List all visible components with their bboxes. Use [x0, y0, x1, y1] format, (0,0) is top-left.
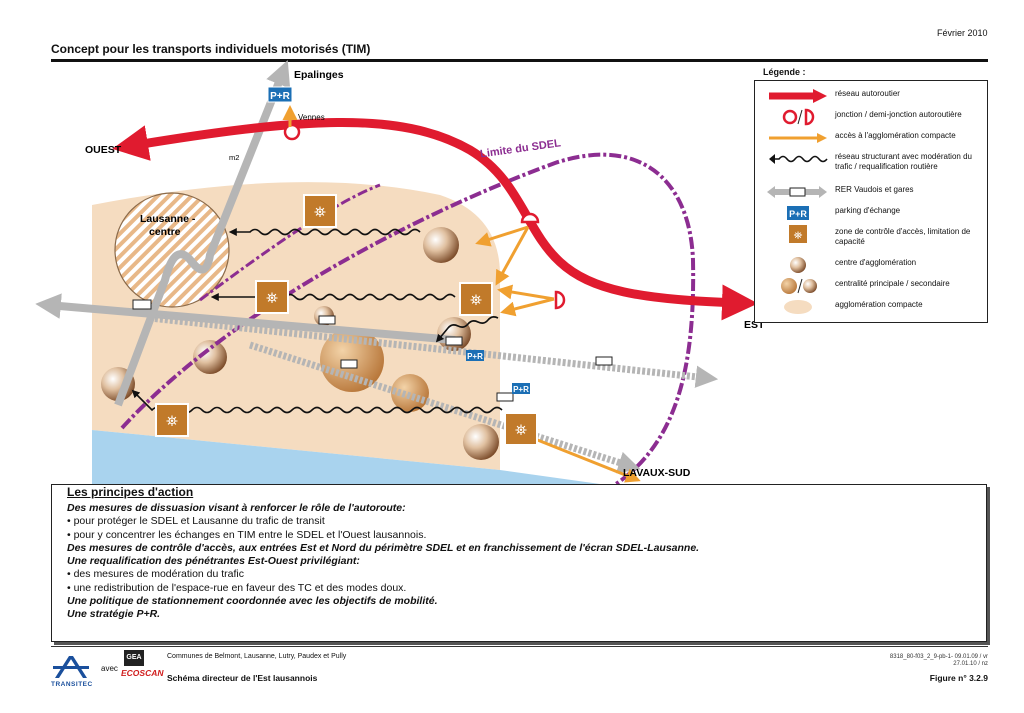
label-lavaux-sud: LAVAUX-SUD [623, 467, 691, 479]
footer-reference: 27.01.10 / nz [953, 661, 988, 667]
svg-text:⛯: ⛯ [266, 289, 278, 307]
agglo-centre-6 [463, 424, 499, 460]
access-arrow-icon [769, 133, 827, 143]
legend-item: accès à l'agglomération compacte [755, 128, 987, 148]
svg-text:P+R: P+R [789, 209, 807, 219]
label-ouest: OUEST [85, 144, 122, 156]
legend-item: ⛯ zone de contrôle d'accès, limitation d… [755, 224, 987, 246]
label-m2: m2 [229, 153, 239, 162]
compact-agglo-icon [784, 300, 812, 314]
footer-communes: Communes de Belmont, Lausanne, Lutry, Pa… [167, 653, 347, 660]
title-rule [51, 59, 988, 62]
footer-reference: 8318_80-f03_2_9-pb-1- 09.01.09 / vr [889, 654, 988, 660]
transitec-logo-text: TRANSITEC [51, 681, 93, 688]
label-lausanne-centre: centre [149, 226, 181, 238]
svg-text:⛯: ⛯ [314, 203, 326, 221]
principle-line: Des mesures de contrôle d'accès, aux ent… [67, 541, 700, 554]
station [595, 356, 613, 366]
ecoscan-logo: ECOSCAN [121, 668, 164, 678]
footer-schema-title: Schéma directeur de l'Est lausannois [167, 673, 318, 683]
rer-icon [767, 186, 827, 198]
station [132, 299, 152, 310]
junction-icon [782, 108, 815, 126]
date: Février 2010 [937, 28, 988, 38]
principle-line: Une requalification des pénétrantes Est-… [67, 555, 360, 568]
legend-item: centre d'agglomération [755, 255, 987, 275]
page-title: Concept pour les transports individuels … [51, 42, 371, 56]
station [340, 359, 358, 369]
agglo-centre-icon [790, 257, 806, 273]
legend-item: agglomération compacte [755, 297, 987, 317]
pr-label: P+R [467, 352, 483, 361]
principle-line: • pour protéger le SDEL et Lausanne du t… [67, 515, 325, 528]
legend-title: Légende : [763, 67, 806, 77]
rer-line-lavaux [248, 341, 641, 474]
agglo-centre-4 [193, 340, 227, 374]
label-limite-sdel: Limite du SDEL [479, 137, 561, 160]
control-zones: ⛯ ⛯ ⛯ ⛯ ⛯ [155, 194, 538, 446]
figure-number: Figure n° 3.2.9 [929, 673, 988, 683]
pr-markers [267, 86, 530, 394]
wavy-arrow-icon [769, 154, 828, 164]
half-junction [520, 212, 540, 224]
svg-text:⛯: ⛯ [470, 291, 482, 309]
legend-item: réseau autoroutier [755, 86, 987, 106]
principles-lines: Des mesures de dissuasion visant à renfo… [67, 502, 977, 622]
legend: réseau autoroutier jonction / demi-jonct… [754, 80, 988, 323]
control-zone-icon: ⛯ [789, 225, 807, 243]
agglo-centre-1 [423, 227, 459, 263]
station [496, 392, 514, 402]
station [445, 336, 463, 346]
legend-item: réseau structurant avec modération du tr… [755, 149, 987, 171]
gea-logo: GEA [124, 650, 144, 666]
label-epalinges: Epalinges [294, 69, 344, 81]
legend-item: centralité principale / secondaire [755, 276, 987, 296]
avec-label: avec [101, 664, 118, 673]
svg-text:⛯: ⛯ [794, 229, 803, 242]
principle-line: • pour y concentrer les échanges en TIM … [67, 528, 427, 541]
svg-text:⛯: ⛯ [166, 412, 178, 430]
svg-text:⛯: ⛯ [515, 421, 527, 439]
half-junction [554, 290, 566, 310]
legend-item: jonction / demi-jonction autoroutière [755, 107, 987, 127]
legend-item: RER Vaudois et gares [755, 182, 987, 202]
transitec-logo-icon [53, 656, 89, 678]
junction-vennes [283, 123, 301, 141]
motorway-arrow-icon [769, 89, 827, 103]
pr-label: P+R [270, 91, 291, 102]
lake [92, 430, 600, 484]
station [318, 315, 336, 325]
pr-icon: P+R [787, 206, 809, 220]
legend-item: P+R parking d'échange [755, 203, 987, 223]
access-arrows [282, 105, 641, 483]
centrality-icon [781, 278, 817, 294]
footer-rule [51, 646, 988, 647]
rer-line-est [149, 314, 719, 388]
principle-line: Des mesures de dissuasion visant à renfo… [67, 502, 406, 514]
principle-line: Une politique de stationnement coordonné… [67, 595, 438, 608]
principles-box: Les principes d'action Des mesures de di… [51, 484, 987, 642]
label-lausanne-centre: Lausanne - [140, 213, 196, 225]
wavy-road [131, 389, 503, 414]
label-vennes: Vennes [298, 113, 325, 122]
principle-line: • une redistribution de l'espace-rue en … [67, 581, 407, 594]
principles-title: Les principes d'action [67, 485, 194, 499]
principle-line: Une stratégie P+R. [67, 608, 161, 621]
motorway [112, 117, 758, 321]
principle-line: • des mesures de modération du trafic [67, 568, 245, 581]
pr-label: P+R [513, 385, 529, 394]
